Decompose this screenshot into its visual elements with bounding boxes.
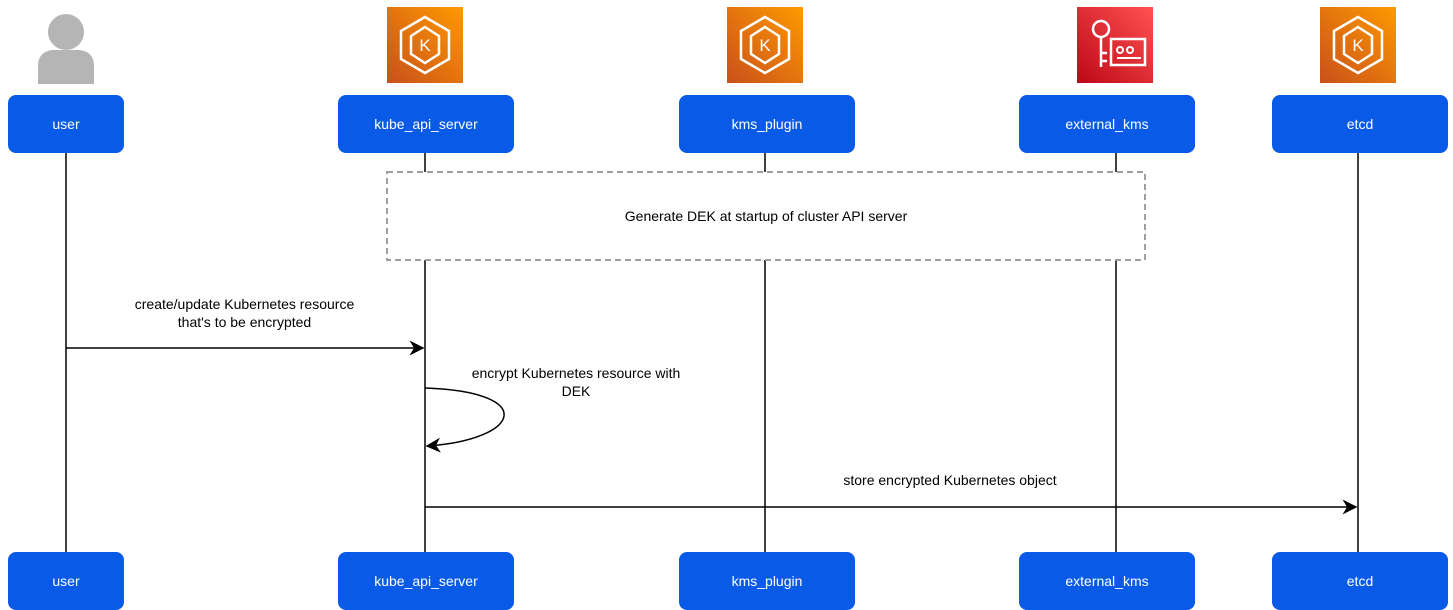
participant-etcd-bottom: etcd bbox=[1272, 552, 1448, 610]
participant-kms-plugin-bottom: kms_plugin bbox=[679, 552, 855, 610]
message-label-encrypt: encrypt Kubernetes resource with DEK bbox=[436, 364, 716, 400]
kubernetes-icon: K bbox=[727, 7, 803, 83]
message-label-encrypt-line1: encrypt Kubernetes resource with bbox=[471, 365, 681, 381]
kubernetes-icon: K bbox=[1320, 7, 1396, 83]
participant-kms-plugin-top: kms_plugin bbox=[679, 95, 855, 153]
kubernetes-icon: K bbox=[387, 7, 463, 83]
participant-user-top: user bbox=[8, 95, 124, 153]
message-label-encrypt-line2: DEK bbox=[561, 383, 591, 399]
participant-external-kms-top: external_kms bbox=[1019, 95, 1195, 153]
message-label-create-line2: that's to be encrypted bbox=[177, 314, 312, 330]
message-label-create: create/update Kubernetes resource that's… bbox=[66, 295, 423, 331]
svg-text:K: K bbox=[419, 36, 431, 55]
svg-text:K: K bbox=[759, 36, 771, 55]
message-arrow-self-encrypt bbox=[424, 387, 505, 453]
message-label-create-line1: create/update Kubernetes resource bbox=[134, 296, 355, 312]
key-management-service-icon bbox=[1077, 7, 1153, 83]
participant-etcd-top: etcd bbox=[1272, 95, 1448, 153]
svg-text:K: K bbox=[1352, 36, 1364, 55]
participant-user-bottom: user bbox=[8, 552, 124, 610]
participant-external-kms-bottom: external_kms bbox=[1019, 552, 1195, 610]
message-label-store: store encrypted Kubernetes object bbox=[843, 472, 1057, 488]
user-icon bbox=[38, 14, 94, 84]
participant-kube-api-server-bottom: kube_api_server bbox=[338, 552, 514, 610]
note-text: Generate DEK at startup of cluster API s… bbox=[624, 208, 908, 224]
participant-kube-api-server-top: kube_api_server bbox=[338, 95, 514, 153]
note-box bbox=[386, 171, 1146, 261]
